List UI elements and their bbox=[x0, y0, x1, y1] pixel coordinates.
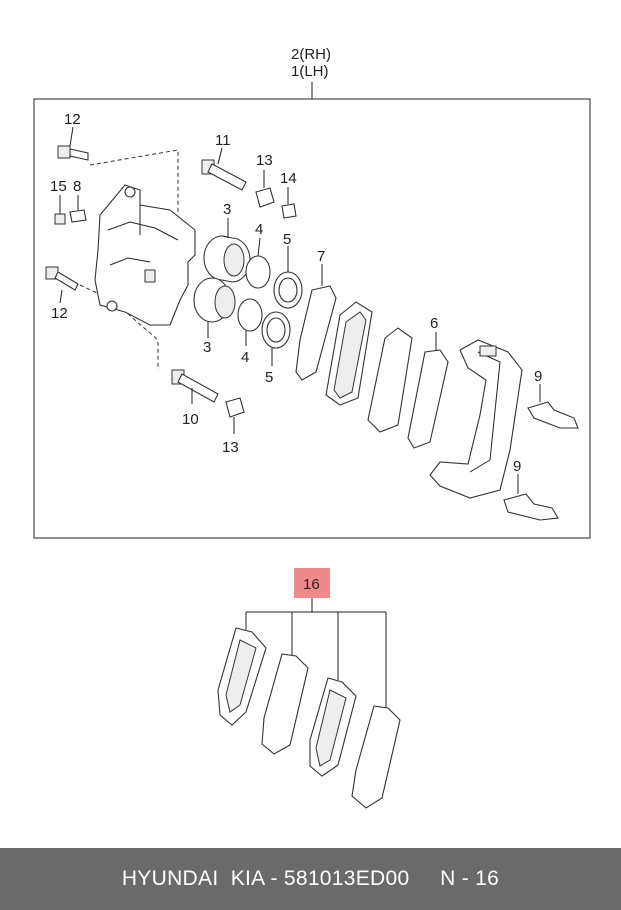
boot-5-upper bbox=[273, 246, 303, 309]
shim-6 bbox=[407, 332, 449, 449]
callout-5-lower: 5 bbox=[265, 369, 273, 386]
caliper-carrier bbox=[429, 339, 523, 499]
kit-pad-4 bbox=[351, 705, 401, 809]
brake-pad-outer bbox=[367, 327, 413, 433]
kit-pad-2 bbox=[261, 653, 309, 755]
boot-13-lower bbox=[225, 397, 245, 434]
callout-16: 16 bbox=[303, 576, 320, 593]
assembly-label-rh: 2(RH) bbox=[291, 46, 331, 63]
callout-8: 8 bbox=[73, 178, 81, 195]
shim-7 bbox=[295, 264, 337, 381]
kit-highlight-box bbox=[294, 568, 330, 598]
assembly-label-lh: 1(LH) bbox=[291, 63, 329, 80]
seal-4-upper bbox=[245, 237, 271, 289]
callout-12-upper: 12 bbox=[64, 111, 81, 128]
bolt-12-upper bbox=[57, 126, 89, 161]
callout-6: 6 bbox=[430, 315, 438, 332]
seal-4-lower bbox=[237, 298, 263, 346]
guide-pin-10 bbox=[171, 369, 219, 404]
cap-14 bbox=[281, 187, 297, 219]
piston-3-lower bbox=[193, 277, 236, 338]
caliper-housing bbox=[94, 184, 196, 326]
callout-10: 10 bbox=[182, 411, 199, 428]
callout-12-lower: 12 bbox=[51, 305, 68, 322]
nut-15 bbox=[54, 195, 66, 225]
callout-3-upper: 3 bbox=[223, 201, 231, 218]
callout-13-upper: 13 bbox=[256, 152, 273, 169]
clip-9-lower bbox=[503, 474, 559, 521]
callout-11: 11 bbox=[215, 132, 231, 149]
kit-pad-1 bbox=[217, 627, 267, 726]
boot-5-lower bbox=[261, 311, 291, 366]
bolt-12-lower bbox=[45, 266, 79, 304]
clip-9-upper bbox=[527, 384, 579, 429]
boot-13-upper bbox=[255, 170, 275, 208]
guide-pin-11 bbox=[201, 147, 247, 191]
callout-4-upper: 4 bbox=[255, 221, 263, 238]
parts-diagram: 2(RH) 1(LH) 12 15 8 12 bbox=[33, 46, 591, 809]
callout-3-lower: 3 bbox=[203, 339, 211, 356]
brake-pad-inner bbox=[325, 301, 373, 406]
callout-13-lower: 13 bbox=[222, 439, 239, 456]
callout-9-upper: 9 bbox=[534, 368, 542, 385]
footer-bar: HYUNDAI KIA - 581013ED00 N - 16 bbox=[0, 848, 621, 910]
callout-5-upper: 5 bbox=[283, 231, 291, 248]
guide-line-lower bbox=[79, 284, 159, 370]
callout-15: 15 bbox=[50, 178, 67, 195]
bleeder-8 bbox=[69, 195, 87, 223]
assembly-frame bbox=[33, 98, 591, 539]
callout-9-lower: 9 bbox=[513, 458, 521, 475]
footer-part-number: HYUNDAI KIA - 581013ED00 N - 16 bbox=[121, 867, 500, 890]
callout-4-lower: 4 bbox=[241, 349, 249, 366]
piston-3-upper bbox=[203, 218, 251, 283]
kit-leader-lines bbox=[245, 598, 387, 708]
guide-line-upper bbox=[89, 149, 179, 215]
callout-14: 14 bbox=[280, 170, 297, 187]
callout-7: 7 bbox=[317, 248, 325, 265]
kit-pad-3 bbox=[309, 677, 357, 777]
